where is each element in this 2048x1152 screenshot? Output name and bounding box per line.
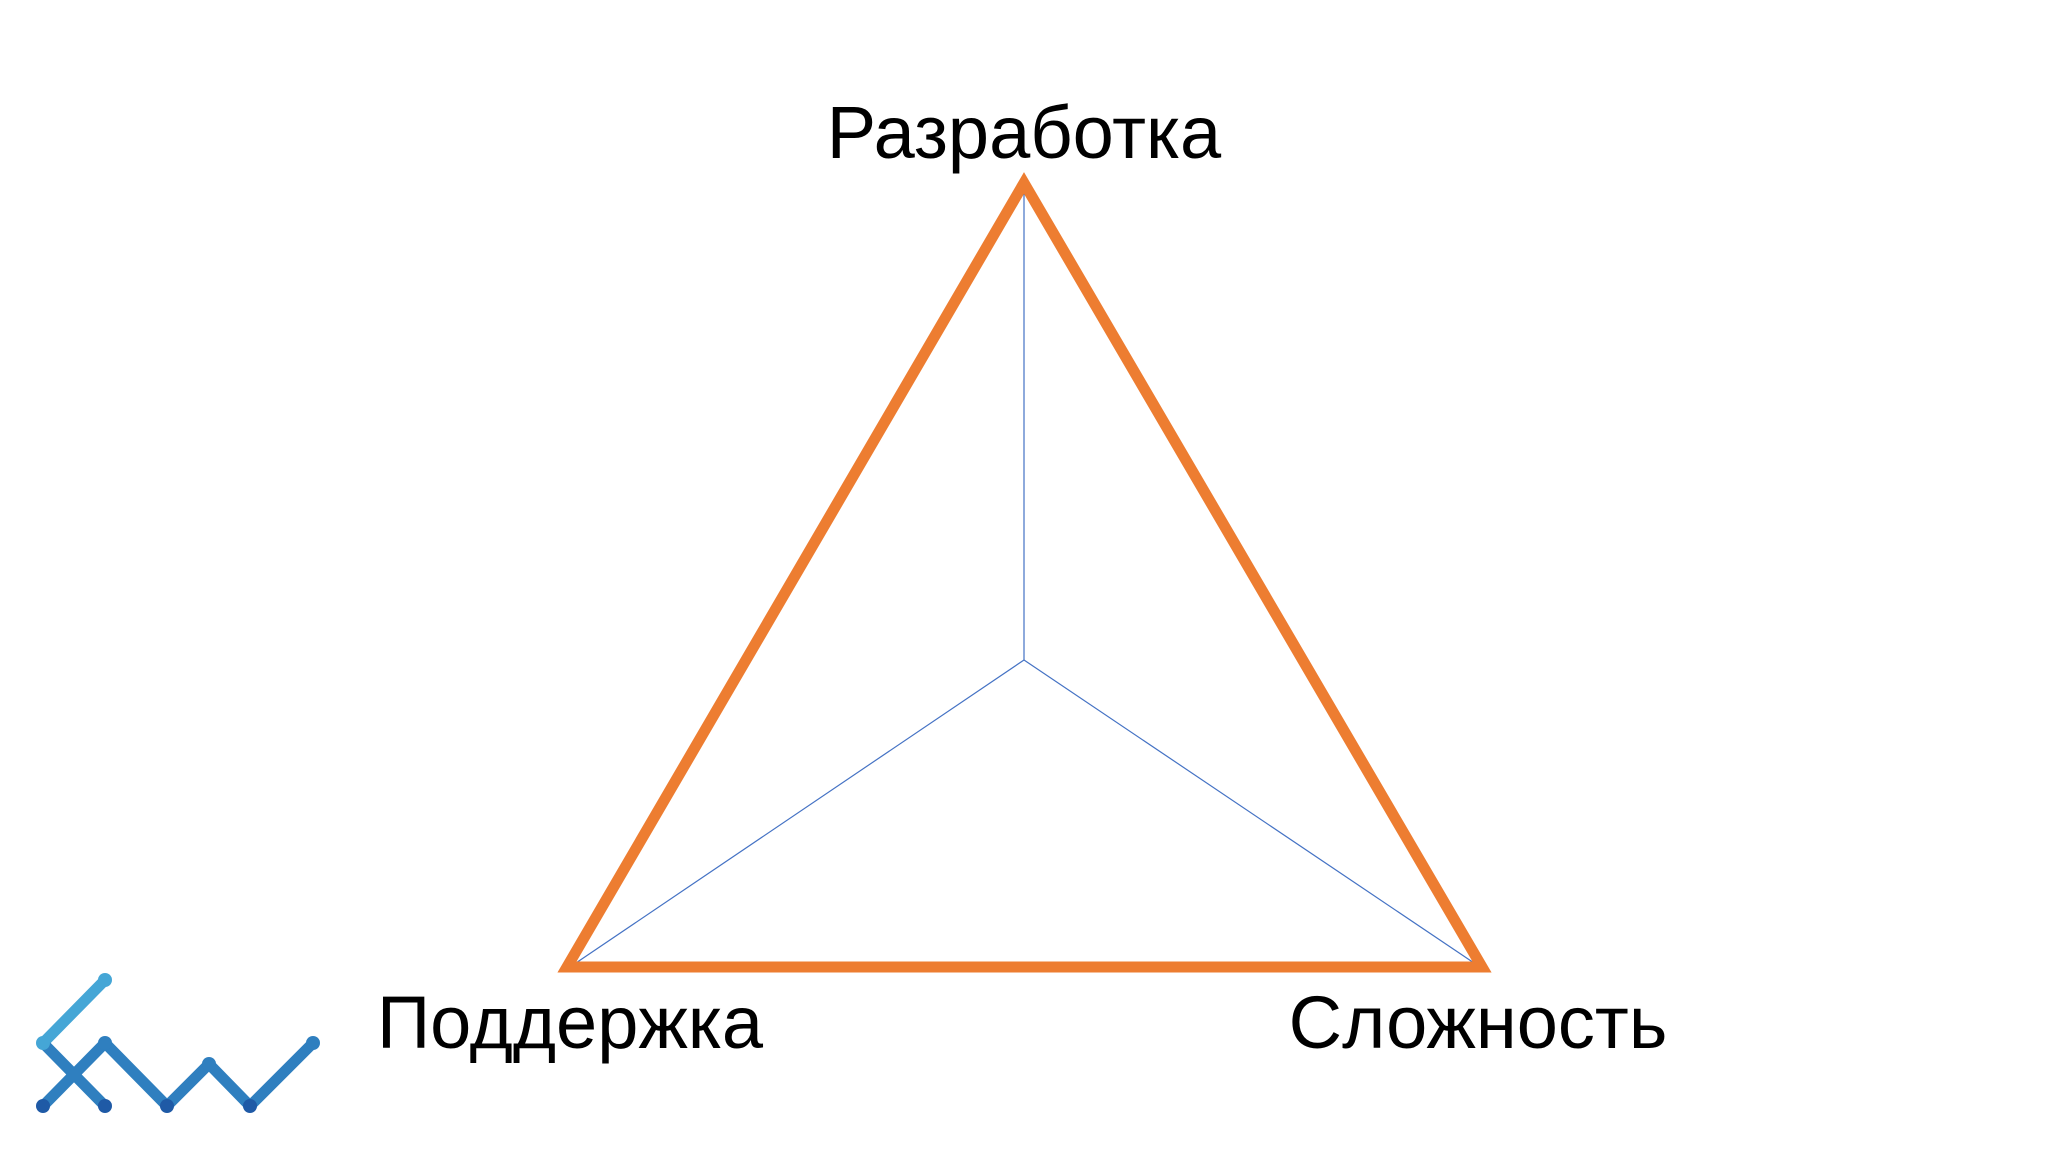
zigzag-network-logo-icon bbox=[36, 973, 320, 1113]
label-bottom-right: Сложность bbox=[1289, 981, 1668, 1064]
spoke-bottom-right bbox=[1023, 659, 1481, 968]
label-bottom-left: Поддержка bbox=[377, 981, 764, 1064]
label-top: Разработка bbox=[827, 91, 1222, 174]
triangle-outline bbox=[557, 172, 1492, 973]
spoke-bottom-left bbox=[569, 659, 1025, 968]
